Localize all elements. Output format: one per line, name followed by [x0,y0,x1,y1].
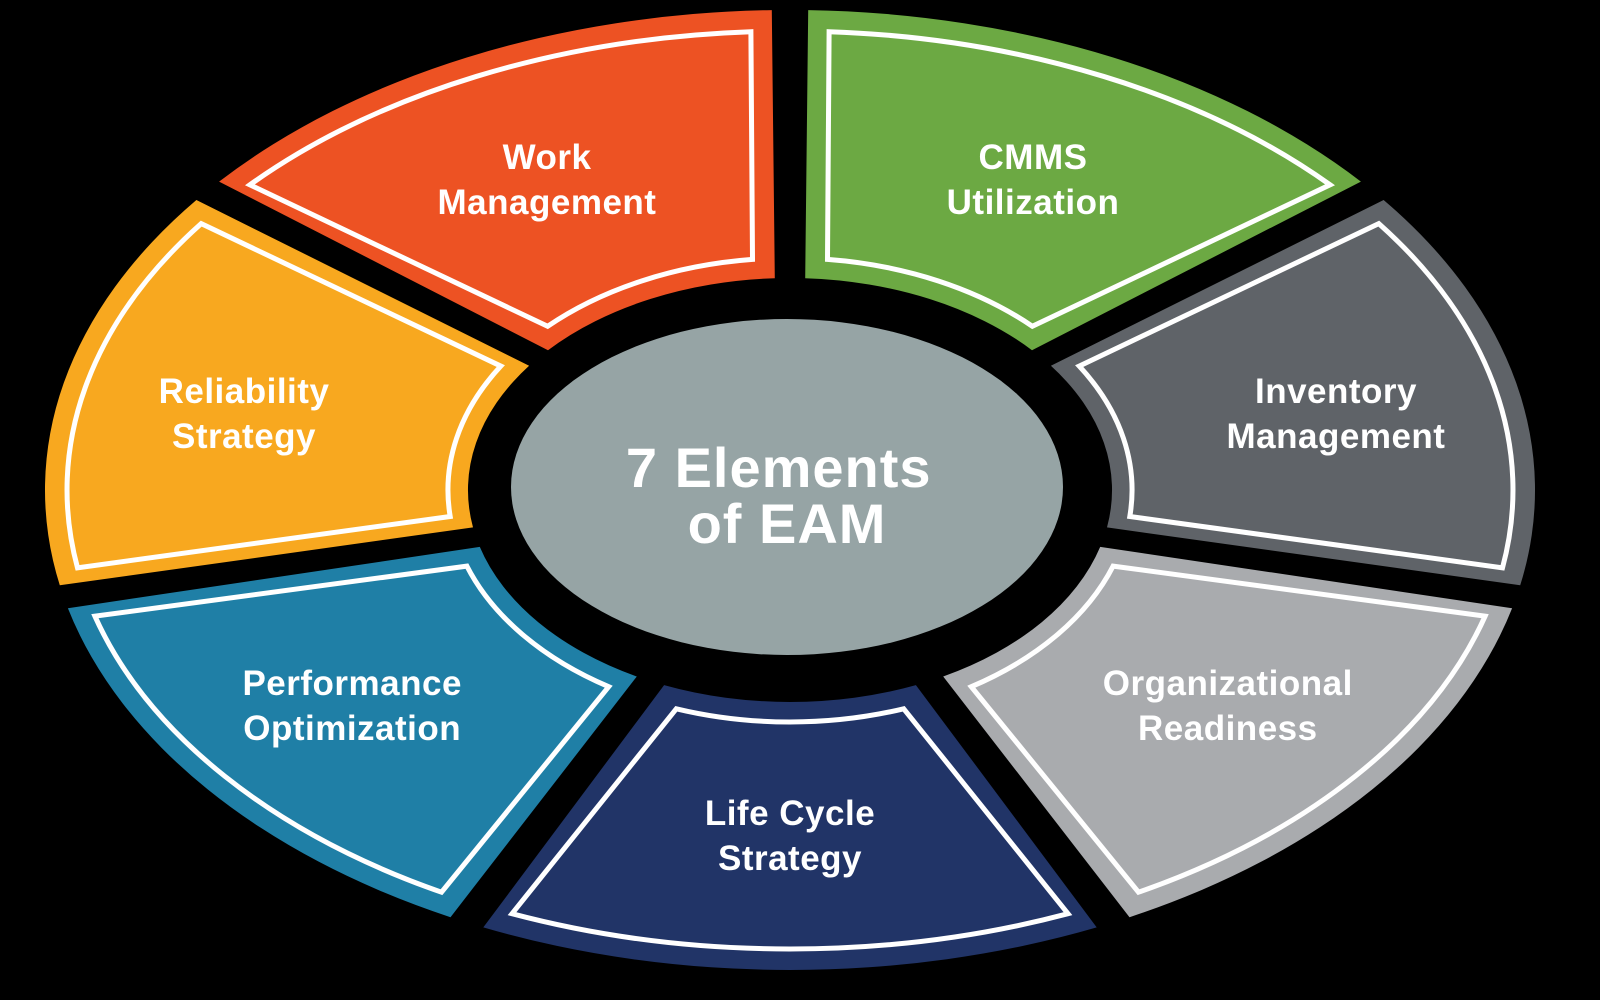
segment-label-line1: Performance [242,664,461,703]
center-title-line1: 7 Elements [626,436,932,499]
segment-label-line1: Reliability [159,372,330,411]
segment-label-line2: Management [438,183,657,222]
center-title: 7 Elements of EAM [626,436,948,555]
center-ellipse [511,319,1063,655]
segment-shape [44,200,530,586]
segment-outline [967,563,1489,896]
segment-label-line1: Work [503,138,592,177]
segment-label-line2: Strategy [718,839,862,878]
segment-label-line2: Readiness [1138,709,1318,748]
segment-shape [1050,200,1536,586]
segment-cmms-utilization: CMMS Utilization [805,10,1361,351]
segment-outline [244,29,756,330]
segment-label-line2: Optimization [243,709,461,748]
center-title-line2: of EAM [688,492,887,555]
segment-shape [805,10,1361,351]
segment-outline [91,563,613,896]
segment-label-line1: Organizational [1103,664,1353,703]
segment-shape [219,10,775,351]
segment-label-line2: Utilization [947,183,1120,222]
center-hub: 7 Elements of EAM [511,319,1063,655]
segment-label-line2: Management [1227,417,1446,456]
segment-label-line1: Life Cycle [705,794,875,833]
segment-label: CMMS Utilization [947,138,1120,222]
segment-label-line1: Inventory [1255,372,1417,411]
segment-outline [1075,220,1516,571]
segment-outline [507,706,1073,952]
segment-outline [64,220,505,571]
segment-label-line1: CMMS [979,138,1088,177]
segment-label-line2: Strategy [172,417,316,456]
segment-outline [824,29,1336,330]
